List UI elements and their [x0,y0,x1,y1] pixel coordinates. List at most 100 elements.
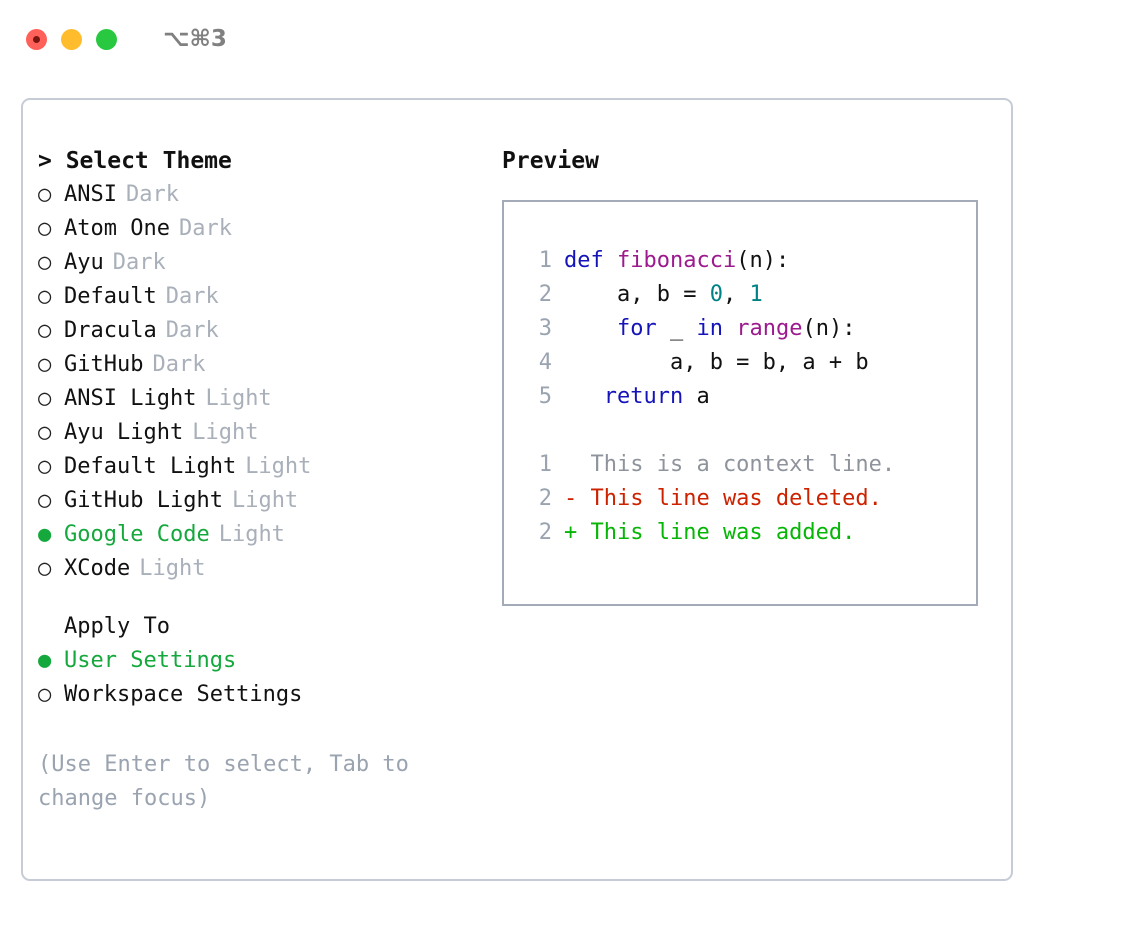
keyboard-hint-text: (Use Enter to select, Tab to change focu… [38,752,409,811]
radio-icon: ○ [38,284,52,309]
code-line-content: def fibonacci(n): [564,244,789,278]
token-pl: (n): [736,248,790,273]
token-kw: def [564,248,617,273]
apply-to-option-label: User Settings [64,648,237,673]
maximize-button[interactable] [96,28,117,50]
line-number: 3 [538,316,552,341]
line-number: 2 [538,486,552,511]
token-pl: (n): [802,316,856,341]
line-number: 2 [538,282,552,307]
apply-to-option-user-settings[interactable]: ● User Settings [38,644,468,678]
line-number: 1 [538,248,552,273]
theme-option-tag: Light [139,556,206,581]
line-number: 4 [538,350,552,375]
theme-option-label: Default Light [64,454,237,479]
token-pl [564,316,617,341]
line-number: 5 [538,384,552,409]
theme-option-github[interactable]: ○ GitHub Dark [38,348,468,382]
token-pl: a [683,384,710,409]
code-diff-spacer [522,414,976,448]
apply-to-option-list: ● User Settings ○ Workspace Settings [38,644,468,712]
window-controls [26,28,117,50]
radio-icon: ○ [38,182,52,207]
theme-option-label: Google Code [64,522,210,547]
token-kw: for [616,316,657,341]
diff-line-content: This is a context line. [564,448,895,482]
token-fn: fibonacci [616,248,737,273]
token-pl: _ [656,316,697,341]
radio-selected-icon: ● [38,522,52,547]
radio-icon: ○ [38,488,52,513]
theme-option-tag: Dark [178,216,232,241]
theme-option-tag: Dark [112,250,166,275]
theme-option-label: Ayu Light [64,420,184,445]
radio-icon: ○ [38,682,52,707]
code-line: 4 a, b = b, a + b [522,346,976,380]
preview-header: Preview [502,148,599,174]
diff-sample: 1 This is a context line. 2 - This line wa… [522,448,976,550]
diff-line: 2 - This line was deleted. [522,482,976,516]
theme-option-tag: Light [245,454,312,479]
title-bar: ⌥⌘3 [0,0,1140,78]
theme-option-label: ANSI Light [64,386,197,411]
token-del: - This line was deleted. [564,486,882,511]
minimize-button[interactable] [61,28,82,50]
radio-icon: ○ [38,454,52,479]
theme-option-ayu-light[interactable]: ○ Ayu Light Light [38,416,468,450]
code-line-content: return a [564,380,710,414]
theme-option-tag: Light [218,522,285,547]
diff-line: 1 This is a context line. [522,448,976,482]
keyboard-shortcut-label: ⌥⌘3 [163,26,227,52]
theme-option-label: ANSI [64,182,117,207]
apply-to-header: Apply To [64,614,170,639]
token-pl [564,384,604,409]
diff-line: 2 + This line was added. [522,516,976,550]
token-pl [723,316,736,341]
code-line: 5 return a [522,380,976,414]
select-theme-header: > Select Theme [38,148,232,174]
radio-icon: ○ [38,318,52,343]
token-kw: return [603,384,684,409]
theme-option-tag: Light [192,420,259,445]
diff-line-content: - This line was deleted. [564,482,882,516]
radio-icon: ○ [38,386,52,411]
theme-option-label: GitHub Light [64,488,223,513]
close-button[interactable] [26,28,47,50]
code-line-content: a, b = 0, 1 [564,278,763,312]
apply-to-option-label: Workspace Settings [64,682,303,707]
theme-option-tag: Dark [152,352,206,377]
apply-to-option-workspace-settings[interactable]: ○ Workspace Settings [38,678,468,712]
theme-option-label: GitHub [64,352,144,377]
token-ctx: This is a context line. [564,452,896,477]
theme-option-default-light[interactable]: ○ Default Light Light [38,450,468,484]
diff-line-content: + This line was added. [564,516,855,550]
code-line: 1 def fibonacci(n): [522,244,976,278]
code-line: 3 for _ in range(n): [522,312,976,346]
token-num: 0 [709,282,723,307]
token-num: 1 [749,282,763,307]
theme-option-tag: Light [205,386,272,411]
theme-option-ansi-light[interactable]: ○ ANSI Light Light [38,382,468,416]
token-pl: a, b = b, a + b [564,350,869,375]
radio-icon: ○ [38,420,52,445]
code-line: 2 a, b = 0, 1 [522,278,976,312]
theme-option-tag: Dark [165,318,219,343]
token-pl: , [722,282,750,307]
line-number: 2 [538,520,552,545]
radio-selected-icon: ● [38,648,52,673]
theme-option-google-code[interactable]: ● Google Code Light [38,518,468,552]
radio-icon: ○ [38,352,52,377]
